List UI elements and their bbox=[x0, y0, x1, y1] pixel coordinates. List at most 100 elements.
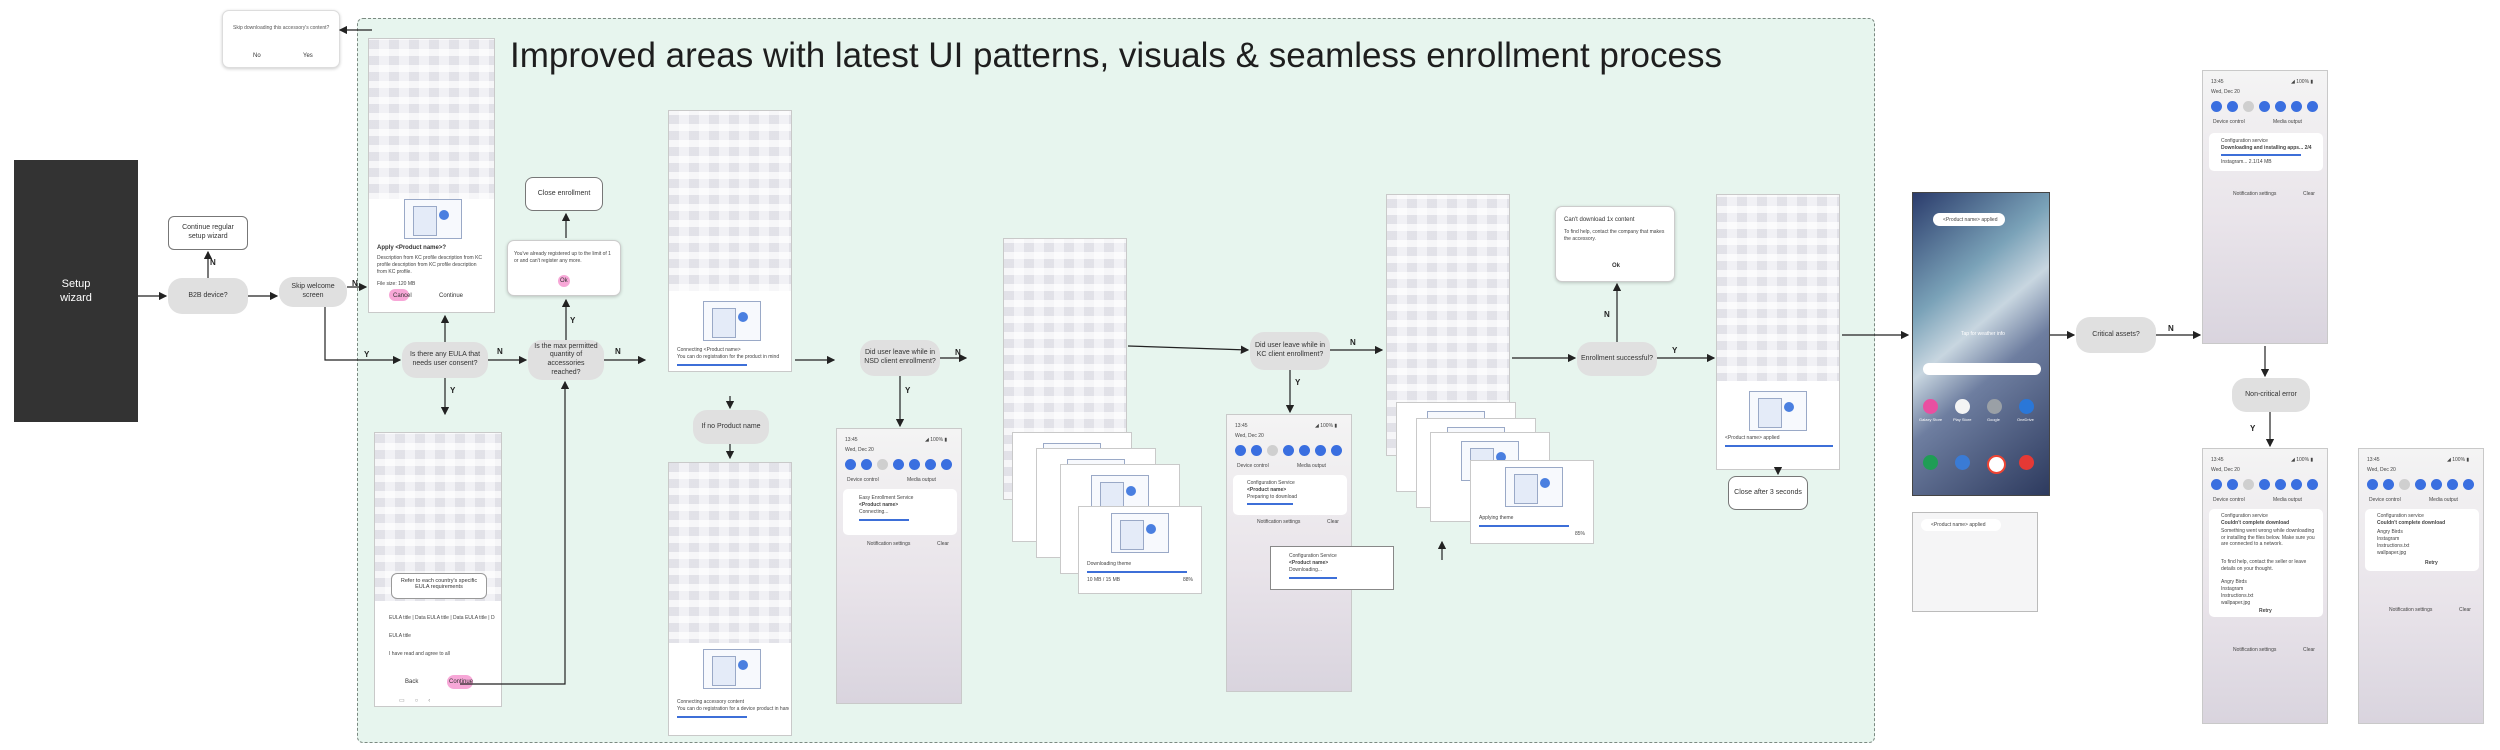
critical-download-screen: 13:45 ◢ 100% ▮ Wed, Dec 20 Device contro… bbox=[2202, 70, 2328, 344]
eula-item-1[interactable]: EULA title | Data EULA title | Data EULA… bbox=[389, 615, 495, 621]
google-folder-icon[interactable] bbox=[1987, 399, 2002, 414]
crit-bluetooth-icon[interactable] bbox=[2243, 101, 2254, 112]
apply-continue-button[interactable]: Continue bbox=[439, 293, 464, 299]
node-max-accessories-label: Is the max permitted quantity of accesso… bbox=[534, 342, 598, 376]
enrollment-notification-card[interactable]: Easy Enrollment Service <Product name> C… bbox=[843, 489, 957, 535]
skip-dialog-no-button[interactable]: No bbox=[253, 53, 261, 59]
rotate-toggle-icon[interactable] bbox=[893, 459, 904, 470]
fail1-flashlight-icon[interactable] bbox=[2291, 479, 2302, 490]
eula-item-2[interactable]: EULA title bbox=[389, 633, 411, 639]
fail2-retry-button[interactable]: Retry bbox=[2425, 560, 2438, 566]
config-bluetooth-icon[interactable] bbox=[1267, 445, 1278, 456]
config-flashlight-icon[interactable] bbox=[1315, 445, 1326, 456]
fail1-bluetooth-icon[interactable] bbox=[2243, 479, 2254, 490]
fail1-power-icon[interactable] bbox=[2307, 479, 2318, 490]
messages-app-icon[interactable] bbox=[1955, 455, 1970, 470]
device-control-button[interactable]: Device control bbox=[847, 477, 879, 483]
wifi-toggle-icon[interactable] bbox=[845, 459, 856, 470]
fail2-flight-icon[interactable] bbox=[2431, 479, 2442, 490]
youtube-app-icon[interactable] bbox=[2019, 455, 2034, 470]
fail1-wifi-icon[interactable] bbox=[2211, 479, 2222, 490]
play-store-icon[interactable] bbox=[1955, 399, 1970, 414]
fail1-clear-button[interactable]: Clear bbox=[2303, 647, 2315, 653]
eula-continue-button[interactable]: Continue bbox=[449, 679, 474, 685]
fail2-device-control[interactable]: Device control bbox=[2369, 497, 2401, 503]
cant-download-ok-button[interactable]: Ok bbox=[1612, 263, 1621, 269]
fail2-title: Couldn't complete download bbox=[2377, 520, 2446, 526]
bluetooth-toggle-icon[interactable] bbox=[877, 459, 888, 470]
config-wifi-icon[interactable] bbox=[1235, 445, 1246, 456]
fail2-notification-card[interactable]: Configuration service Couldn't complete … bbox=[2365, 509, 2479, 571]
config-power-icon[interactable] bbox=[1331, 445, 1342, 456]
crit-flight-icon[interactable] bbox=[2275, 101, 2286, 112]
node-noncritical-error: Non-critical error bbox=[2232, 378, 2310, 412]
apply-cancel-button[interactable]: Cancel bbox=[393, 293, 412, 299]
config-rotate-icon[interactable] bbox=[1283, 445, 1294, 456]
crit-device-control[interactable]: Device control bbox=[2213, 119, 2245, 125]
downloading-theme-progress bbox=[1087, 571, 1187, 573]
fail1-status-time: 13:45 bbox=[2211, 457, 2224, 463]
crit-power-icon[interactable] bbox=[2307, 101, 2318, 112]
fail2-rotate-icon[interactable] bbox=[2415, 479, 2426, 490]
eula-back-button[interactable]: Back bbox=[405, 679, 419, 685]
fail2-power-icon[interactable] bbox=[2463, 479, 2474, 490]
apply-file-size: File size: 120 MB bbox=[377, 281, 416, 287]
fail2-status-indicators: ◢ 100% ▮ bbox=[2447, 457, 2470, 463]
chrome-app-icon[interactable] bbox=[1987, 455, 2006, 474]
onedrive-icon[interactable] bbox=[2019, 399, 2034, 414]
fail2-clear-button[interactable]: Clear bbox=[2459, 607, 2471, 613]
crit-rotate-icon[interactable] bbox=[2259, 101, 2270, 112]
config-device-control[interactable]: Device control bbox=[1237, 463, 1269, 469]
fail2-flashlight-icon[interactable] bbox=[2447, 479, 2458, 490]
notification-settings-button[interactable]: Notification settings bbox=[867, 541, 911, 547]
config-settings-button[interactable]: Notification settings bbox=[1257, 519, 1301, 525]
fail2-sound-icon[interactable] bbox=[2383, 479, 2394, 490]
crit-media-output[interactable]: Media output bbox=[2273, 119, 2302, 125]
fail1-retry-button[interactable]: Retry bbox=[2259, 608, 2272, 614]
fail1-notification-card[interactable]: Configuration service Couldn't complete … bbox=[2209, 509, 2323, 617]
galaxy-store-icon[interactable] bbox=[1923, 399, 1938, 414]
node-close-enrollment-label: Close enrollment bbox=[537, 189, 591, 197]
crit-flashlight-icon[interactable] bbox=[2291, 101, 2302, 112]
skip-dialog-yes-button[interactable]: Yes bbox=[303, 53, 313, 59]
crit-notification-card[interactable]: Configuration service Downloading and in… bbox=[2209, 133, 2323, 171]
crit-wifi-icon[interactable] bbox=[2211, 101, 2222, 112]
config-clear-button[interactable]: Clear bbox=[1327, 519, 1339, 525]
config-flight-icon[interactable] bbox=[1299, 445, 1310, 456]
phone-app-icon[interactable] bbox=[1923, 455, 1938, 470]
flight-toggle-icon[interactable] bbox=[909, 459, 920, 470]
fail1-sound-icon[interactable] bbox=[2227, 479, 2238, 490]
media-output-button[interactable]: Media output bbox=[907, 477, 936, 483]
fail1-flight-icon[interactable] bbox=[2275, 479, 2286, 490]
crit-settings-button[interactable]: Notification settings bbox=[2233, 191, 2277, 197]
downloading-theme-size: 10 MB / 15 MB bbox=[1087, 577, 1121, 583]
google-search-bar[interactable] bbox=[1923, 363, 2041, 375]
eula-agree-all[interactable]: I have read and agree to all bbox=[389, 651, 450, 657]
label-y-kc: Y bbox=[1295, 378, 1301, 387]
fail1-settings-button[interactable]: Notification settings bbox=[2233, 647, 2277, 653]
sound-toggle-icon[interactable] bbox=[861, 459, 872, 470]
fail1-rotate-icon[interactable] bbox=[2259, 479, 2270, 490]
config-notification-card[interactable]: Configuration Service <Product name> Pre… bbox=[1233, 475, 1347, 515]
connecting-accessory-subtitle: You can do registration for a device pro… bbox=[677, 706, 789, 712]
applied-illustration bbox=[1749, 391, 1807, 431]
fail2-wifi-icon[interactable] bbox=[2367, 479, 2378, 490]
config-sound-icon[interactable] bbox=[1251, 445, 1262, 456]
eula-screen: Refer to each country's specific EULA re… bbox=[374, 432, 502, 707]
fail2-media-output[interactable]: Media output bbox=[2429, 497, 2458, 503]
connecting-progress bbox=[677, 364, 747, 366]
fail1-device-control[interactable]: Device control bbox=[2213, 497, 2245, 503]
config-media-output[interactable]: Media output bbox=[1297, 463, 1326, 469]
crit-sound-icon[interactable] bbox=[2227, 101, 2238, 112]
power-toggle-icon[interactable] bbox=[941, 459, 952, 470]
fail1-media-output[interactable]: Media output bbox=[2273, 497, 2302, 503]
applied-toast-mini-text: <Product name> applied bbox=[1931, 522, 1986, 528]
flashlight-toggle-icon[interactable] bbox=[925, 459, 936, 470]
max-dialog-ok-button[interactable]: Ok bbox=[560, 278, 568, 284]
connecting-accessory-progress bbox=[677, 716, 747, 718]
crit-clear-button[interactable]: Clear bbox=[2303, 191, 2315, 197]
fail2-bluetooth-icon[interactable] bbox=[2399, 479, 2410, 490]
region-title: Improved areas with latest UI patterns, … bbox=[510, 36, 1722, 75]
notification-clear-button[interactable]: Clear bbox=[937, 541, 949, 547]
fail2-settings-button[interactable]: Notification settings bbox=[2389, 607, 2433, 613]
